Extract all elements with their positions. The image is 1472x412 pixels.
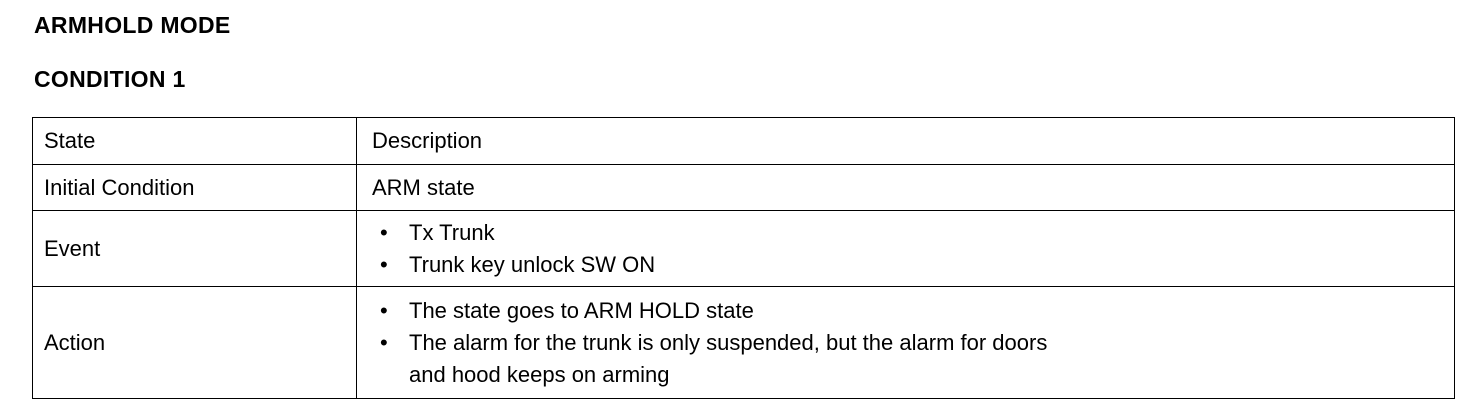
list-item-text: Tx Trunk (409, 219, 495, 245)
bullet-icon: • (380, 329, 388, 355)
bullet-icon: • (380, 251, 388, 277)
bullet-icon: • (380, 297, 388, 323)
list-item-text: The state goes to ARM HOLD state (409, 297, 754, 323)
list-item-text: The alarm for the trunk is only suspende… (409, 329, 1048, 387)
state-table: State Description Initial Condition ARM … (32, 117, 1455, 399)
table-row-initial-condition: Initial Condition ARM state (32, 164, 1455, 211)
bullet-icon: • (380, 219, 388, 245)
list-item: • The state goes to ARM HOLD state (380, 295, 1454, 327)
table-header-row: State Description (32, 117, 1455, 165)
row-description-cell: • Tx Trunk • Trunk key unlock SW ON (356, 210, 1455, 287)
row-state-cell: Initial Condition (32, 164, 357, 211)
row-state-cell: Event (32, 210, 357, 287)
list-item-text: Trunk key unlock SW ON (409, 251, 656, 277)
row-description-cell: • The state goes to ARM HOLD state • The a… (356, 286, 1455, 399)
row-state-cell: Action (32, 286, 357, 399)
list-item: • The alarm for the trunk is only suspend… (380, 327, 1454, 391)
header-state: State (32, 117, 357, 165)
event-bullet-list: • Tx Trunk • Trunk key unlock SW ON (357, 217, 1454, 281)
list-item: • Trunk key unlock SW ON (380, 249, 1454, 281)
header-description: Description (356, 117, 1455, 165)
table-row-event: Event • Tx Trunk • Trunk key unlock SW ON (32, 210, 1455, 287)
table-row-action: Action • The state goes to ARM HOLD state… (32, 286, 1455, 399)
page-title: ARMHOLD MODE (34, 12, 231, 38)
list-item: • Tx Trunk (380, 217, 1454, 249)
row-description-cell: ARM state (356, 164, 1455, 211)
section-subtitle: CONDITION 1 (34, 66, 186, 92)
action-bullet-list: • The state goes to ARM HOLD state • The a… (357, 295, 1454, 391)
